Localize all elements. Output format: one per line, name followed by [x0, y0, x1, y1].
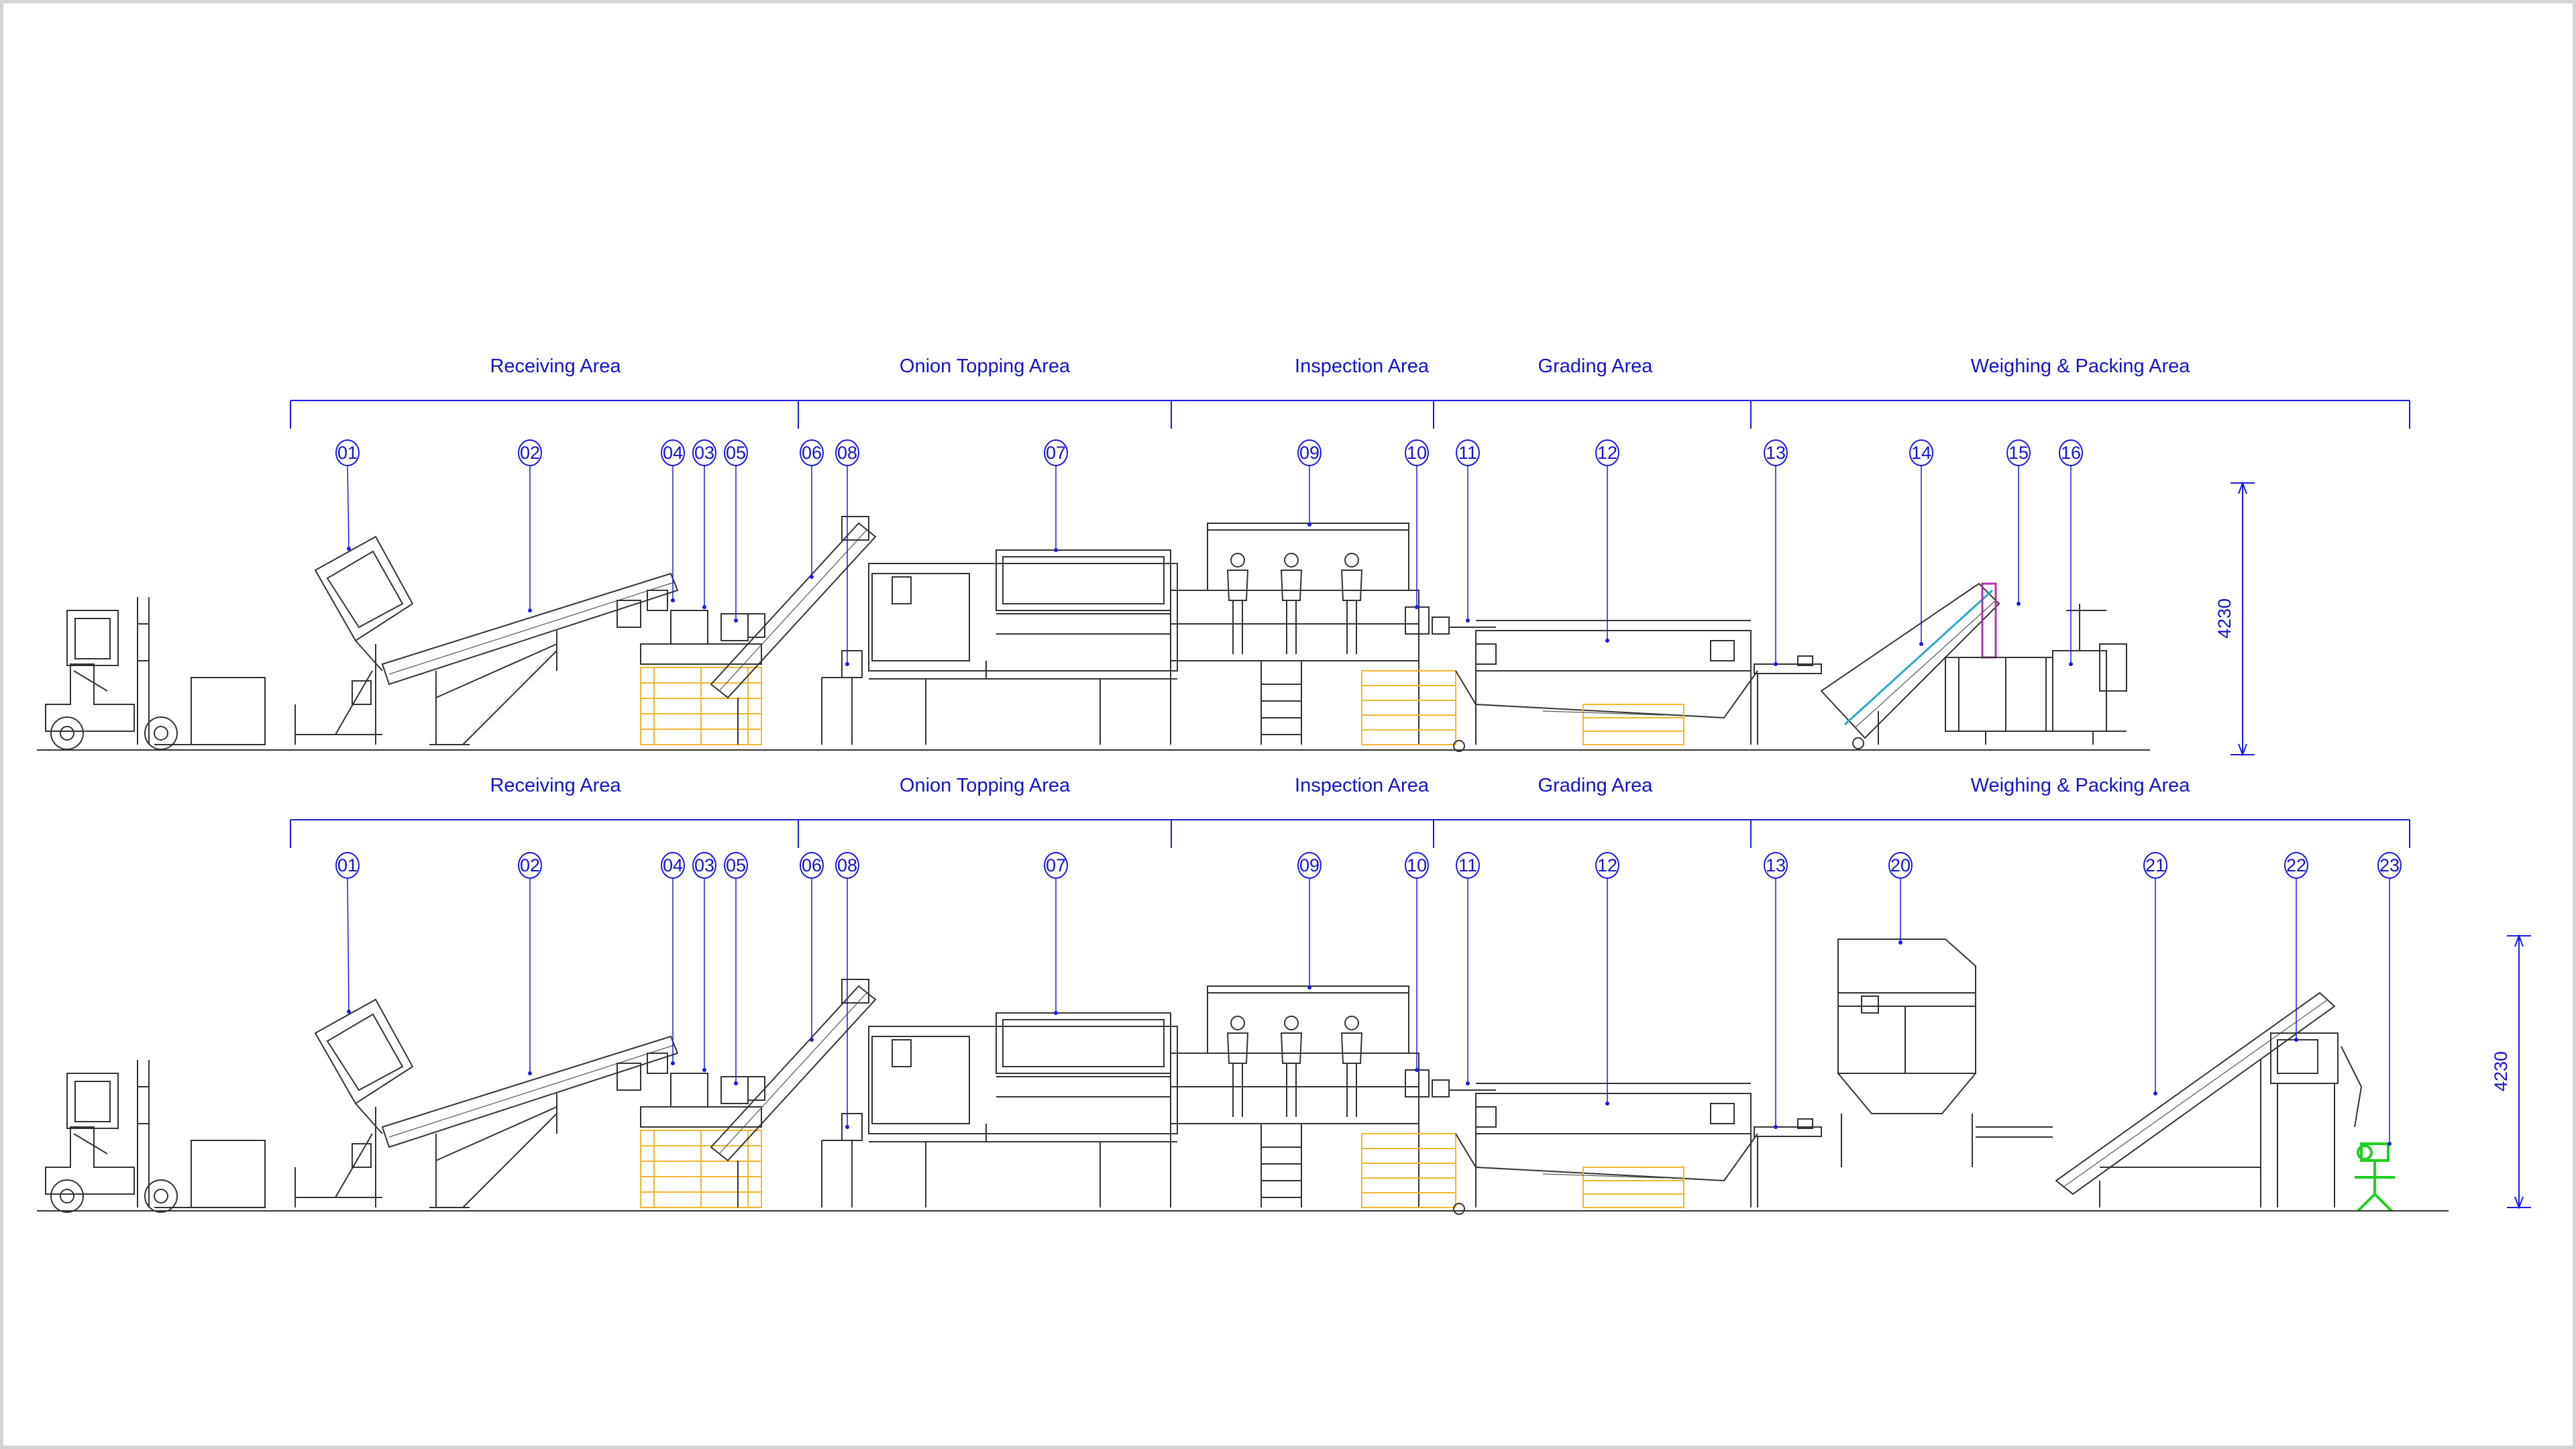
area-label: Weighing & Packing Area: [1971, 356, 2191, 377]
svg-text:01: 01: [337, 443, 358, 463]
item-balloon: 07: [1044, 439, 1068, 552]
item-balloon: 01: [335, 852, 360, 1014]
item-balloon: 10: [1405, 439, 1429, 609]
item-balloon: 02: [518, 852, 542, 1075]
svg-text:4230: 4230: [2214, 598, 2235, 639]
svg-text:13: 13: [1766, 443, 1786, 463]
item-balloon: 05: [724, 439, 748, 623]
item-balloon: 16: [2059, 439, 2083, 666]
svg-text:13: 13: [1766, 855, 1786, 875]
item-balloon: 06: [800, 439, 824, 579]
svg-text:07: 07: [1046, 855, 1066, 875]
area-label: Receiving Area: [490, 356, 621, 377]
row-1-layout: [45, 516, 2128, 752]
item-balloon: 22: [2284, 852, 2308, 1042]
svg-text:16: 16: [2061, 443, 2081, 463]
item-balloon: 09: [1297, 439, 1322, 527]
height-dimension: 4230: [2214, 481, 2255, 757]
svg-text:09: 09: [1299, 443, 1320, 463]
height-dimension: 4230: [2491, 934, 2531, 1210]
item-balloon: 08: [835, 439, 859, 666]
svg-text:20: 20: [1890, 855, 1911, 875]
area-label: Weighing & Packing Area: [1971, 775, 2191, 796]
item-balloon: 21: [2143, 852, 2167, 1095]
area-label: Grading Area: [1538, 775, 1654, 796]
svg-text:10: 10: [1407, 443, 1427, 463]
area-label: Inspection Area: [1295, 775, 1430, 796]
svg-text:08: 08: [837, 443, 857, 463]
item-balloon: 03: [692, 852, 716, 1072]
annotation-row-2: Receiving Area Onion Topping Area Inspecti…: [290, 775, 2531, 1210]
svg-text:15: 15: [2008, 443, 2029, 463]
item-balloon: 20: [1888, 852, 1913, 945]
svg-text:12: 12: [1597, 443, 1617, 463]
area-label: Onion Topping Area: [900, 356, 1071, 377]
item-balloon: 03: [692, 439, 716, 609]
area-label: Inspection Area: [1295, 356, 1430, 377]
svg-text:03: 03: [694, 855, 714, 875]
svg-text:09: 09: [1299, 855, 1320, 875]
item-balloon: 04: [661, 439, 685, 602]
svg-text:04: 04: [663, 443, 683, 463]
svg-text:22: 22: [2286, 855, 2306, 875]
svg-text:06: 06: [802, 443, 822, 463]
svg-text:02: 02: [520, 443, 540, 463]
item-balloon: 02: [518, 439, 542, 612]
svg-text:03: 03: [694, 443, 714, 463]
svg-text:12: 12: [1597, 855, 1617, 875]
svg-text:06: 06: [802, 855, 822, 875]
area-label: Grading Area: [1538, 356, 1654, 377]
annotation-row-1: Receiving Area Onion Topping Area Inspecti…: [290, 356, 2410, 757]
svg-text:04: 04: [663, 855, 683, 875]
item-balloon: 07: [1044, 852, 1068, 1015]
svg-text:23: 23: [2379, 855, 2400, 875]
item-balloon: 11: [1456, 439, 1480, 623]
item-balloon: 13: [1764, 852, 1788, 1129]
item-balloon: 09: [1297, 852, 1322, 989]
item-balloon: 05: [724, 852, 748, 1085]
item-balloon: 08: [835, 852, 859, 1129]
svg-text:07: 07: [1046, 443, 1066, 463]
svg-text:14: 14: [1911, 443, 1931, 463]
svg-text:21: 21: [2145, 855, 2165, 875]
row-2-layout: [45, 938, 2396, 1215]
item-balloon: 13: [1764, 439, 1788, 666]
item-balloon: 15: [2006, 439, 2031, 606]
item-balloon: 23: [2377, 852, 2402, 1146]
svg-text:08: 08: [837, 855, 857, 875]
svg-text:01: 01: [337, 855, 358, 875]
svg-text:10: 10: [1407, 855, 1427, 875]
item-balloon: 04: [661, 852, 685, 1065]
svg-text:02: 02: [520, 855, 540, 875]
area-label: Receiving Area: [490, 775, 621, 796]
svg-text:05: 05: [726, 855, 746, 875]
svg-text:11: 11: [1458, 855, 1477, 875]
area-label: Onion Topping Area: [900, 775, 1071, 796]
item-balloon: 12: [1595, 852, 1619, 1106]
item-balloon: 10: [1405, 852, 1429, 1072]
item-balloon: 14: [1909, 439, 1933, 646]
svg-text:11: 11: [1458, 443, 1477, 463]
svg-text:4230: 4230: [2491, 1051, 2511, 1091]
item-balloon: 12: [1595, 439, 1619, 643]
item-balloon: 01: [335, 439, 360, 551]
svg-text:05: 05: [726, 443, 746, 463]
item-balloon: 11: [1456, 852, 1480, 1085]
item-balloon: 06: [800, 852, 824, 1042]
